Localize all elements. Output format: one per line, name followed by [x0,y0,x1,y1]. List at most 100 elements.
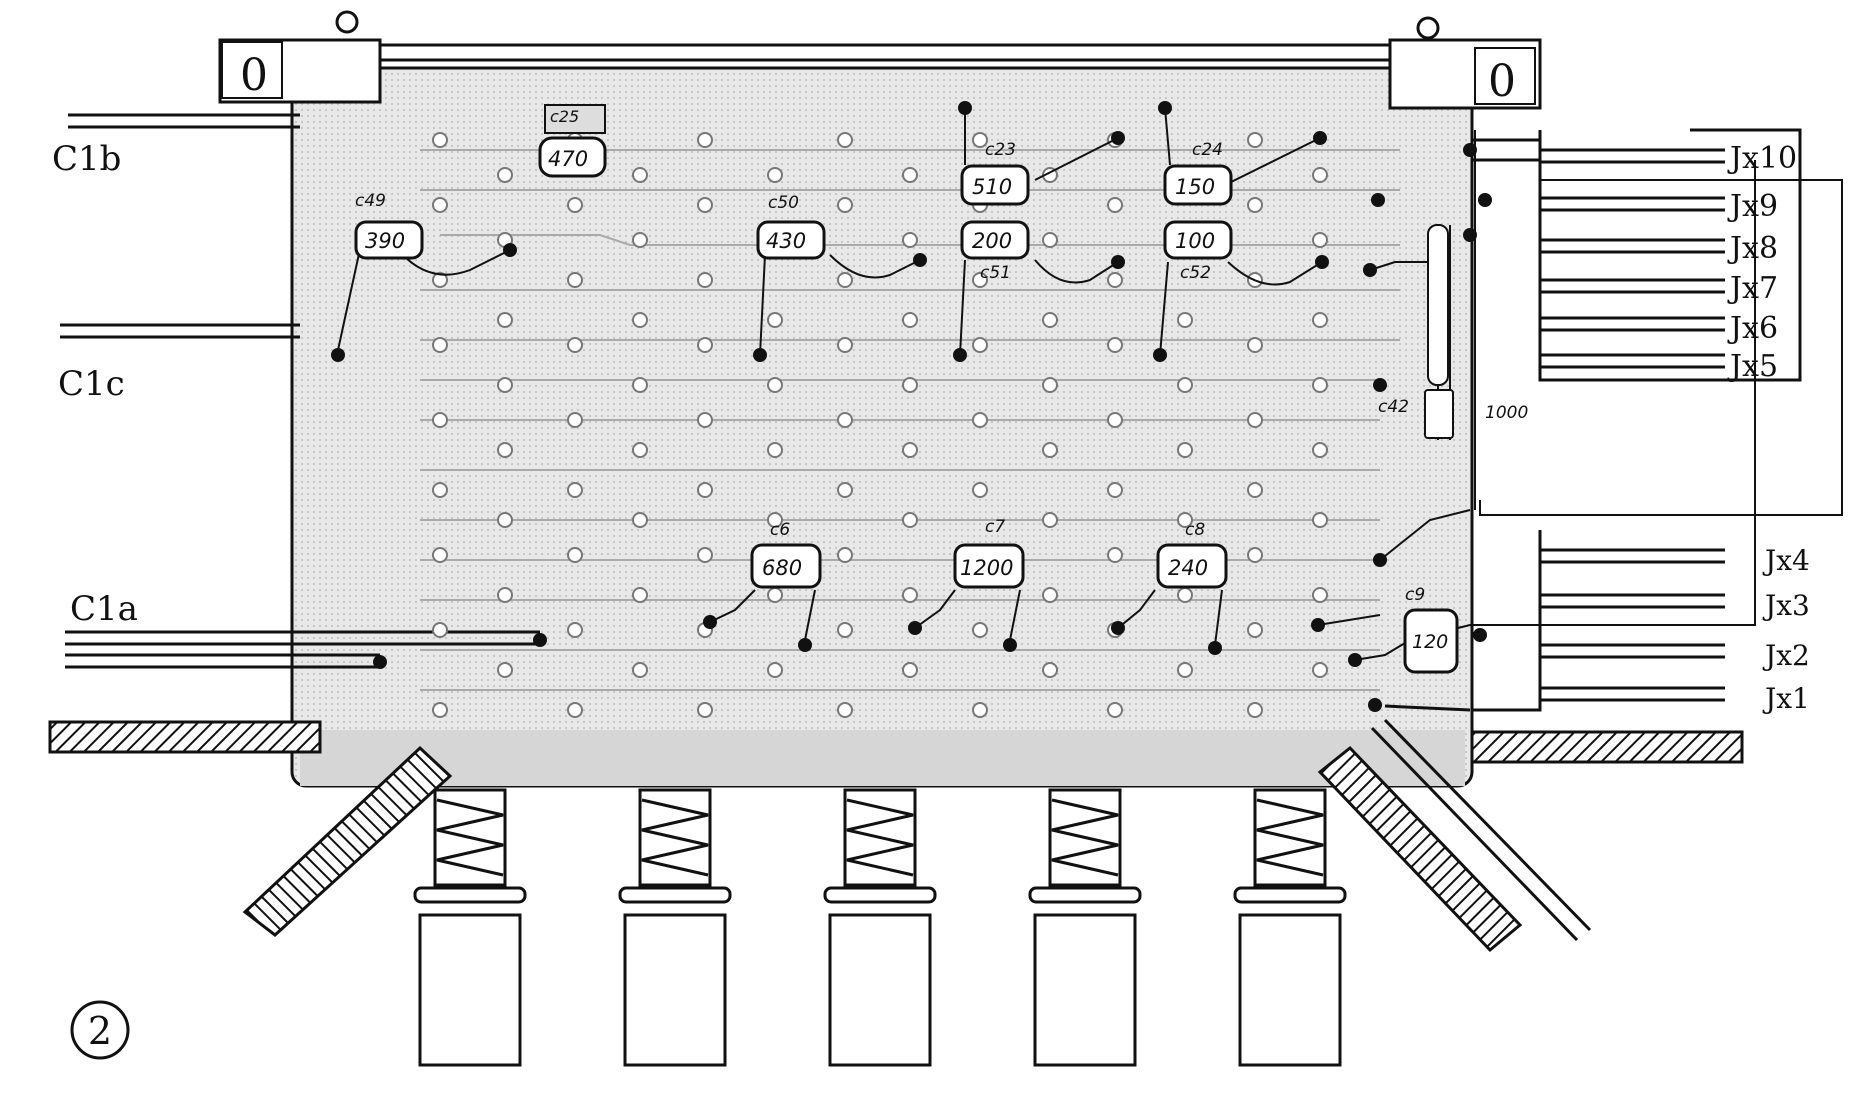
pushbutton [823,788,937,1067]
pad [1042,442,1058,458]
jumper-label-jx6: Jx6 [1727,311,1778,346]
pad [972,482,988,498]
pad [432,482,448,498]
pad [432,547,448,563]
pad [837,622,853,638]
pad [837,482,853,498]
pad [1177,312,1193,328]
dial-right-value: 0 [1488,56,1516,107]
pad [1042,377,1058,393]
pad [837,702,853,718]
solder-joint [533,633,547,647]
solder-joint [1371,193,1385,207]
trimmer-c8 [1156,543,1228,589]
pad [902,232,918,248]
pad [632,312,648,328]
pad [432,337,448,353]
pad [1247,482,1263,498]
solder-joint [1463,143,1477,157]
pad [1312,312,1328,328]
pad [632,587,648,603]
pad [1177,662,1193,678]
pad [697,702,713,718]
pad [902,377,918,393]
left-slant-bar [242,745,453,937]
pad [632,662,648,678]
pad [972,622,988,638]
pad [432,272,448,288]
dial-left-value: 0 [240,50,268,101]
pad [567,197,583,213]
top-shaft [380,43,1390,62]
jumper-label-jx5: Jx5 [1727,349,1778,384]
c7-value: 1200 [960,556,1013,580]
jumper-label-jx9: Jx9 [1727,189,1778,224]
pad [837,197,853,213]
solder-joint [1208,641,1222,655]
pad [1177,512,1193,528]
jumper-label-jx10: Jx10 [1727,141,1797,176]
c25-ref: c25 [550,107,579,126]
pad [767,662,783,678]
pad [1247,412,1263,428]
pad [1107,272,1123,288]
c49-ref: c49 [355,191,386,211]
pad [497,662,513,678]
pad [1042,512,1058,528]
pad [497,377,513,393]
pad [567,622,583,638]
board-bottom-edge [300,730,1465,786]
c8-ref: c8 [1185,520,1205,540]
solder-joint [1478,193,1492,207]
pad [1312,232,1328,248]
c52-value: 100 [1175,229,1215,253]
solder-joints [331,101,1492,712]
pad [1247,622,1263,638]
pad [567,337,583,353]
pushbutton [618,788,732,1067]
pad [497,587,513,603]
pad [902,512,918,528]
trimmer-c24 [1163,164,1233,206]
pad [1247,132,1263,148]
right-rod [1383,718,1592,932]
pad [497,442,513,458]
pad [1247,337,1263,353]
c24-ref: c24 [1192,140,1223,160]
pad [432,702,448,718]
c42-ref: c42 [1378,397,1409,417]
pad [1312,442,1328,458]
pad [697,482,713,498]
c24-value: 150 [1175,175,1215,199]
c51-ref: c51 [980,263,1011,283]
c6-value: 680 [762,556,802,580]
pad [1177,377,1193,393]
pad [972,412,988,428]
pad [632,442,648,458]
pushbuttons [413,788,1347,1067]
jumper-label-jx1: Jx1 [1762,682,1810,715]
figure-number: 2 [88,1009,112,1053]
pad [1312,662,1328,678]
trimmer-c23 [960,164,1030,206]
jumper-lines [1384,128,1802,712]
pad [497,167,513,183]
pad [632,232,648,248]
pad [1042,232,1058,248]
pad [1107,337,1123,353]
pad [1042,662,1058,678]
left-shafts [60,113,540,669]
pad [632,377,648,393]
figure-number-circle [70,1000,130,1060]
pad [497,312,513,328]
pad [567,412,583,428]
pad [1247,702,1263,718]
capacitor-c42 [1424,224,1454,439]
pad [1107,197,1123,213]
pad [1042,312,1058,328]
pad [837,412,853,428]
circuit-board [290,66,1474,788]
pad [432,197,448,213]
pad [902,167,918,183]
